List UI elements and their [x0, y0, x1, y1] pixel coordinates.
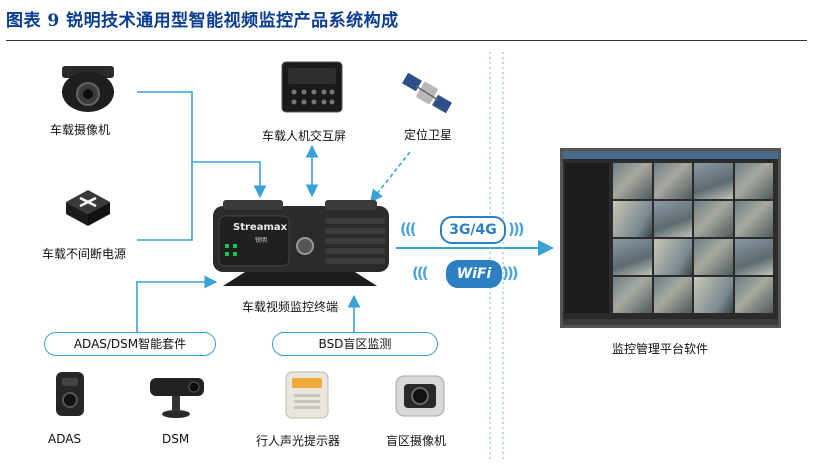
wifi-wave-icon: (((	[412, 264, 429, 282]
video-tile	[694, 277, 733, 313]
signal-wave-icon: (((	[400, 220, 417, 238]
adas-dsm-link	[136, 275, 218, 342]
video-tile	[653, 201, 692, 237]
satellite-icon	[402, 70, 452, 116]
video-tile	[613, 239, 652, 275]
platform-screenshot	[560, 148, 781, 328]
video-tile	[694, 163, 733, 199]
terminal-label: 车载视频监控终端	[242, 300, 339, 314]
video-tile	[734, 277, 773, 313]
vehicle-camera-label: 车载摄像机	[50, 123, 111, 137]
figure-title: 图表 9 锐明技术通用型智能视频监控产品系统构成	[6, 11, 399, 31]
window-titlebar	[563, 151, 778, 159]
ups-link	[137, 162, 193, 241]
adas-label: ADAS	[48, 432, 82, 446]
dome-camera-icon	[58, 62, 118, 114]
pedestrian-alarm-label: 行人声光提示器	[256, 434, 341, 448]
alarm-speaker-icon	[282, 368, 332, 422]
device-tree-panel	[565, 163, 609, 313]
video-grid	[613, 163, 773, 313]
video-tile	[734, 201, 773, 237]
video-tile	[694, 239, 733, 275]
satellite-link	[370, 151, 411, 203]
video-tile	[613, 163, 652, 199]
cellular-badge: 3G/4G	[440, 216, 506, 244]
wifi-badge: WiFi	[446, 260, 502, 288]
blind-camera-label: 盲区摄像机	[386, 434, 447, 448]
video-terminal-icon: Streamax 锐明	[205, 196, 401, 290]
adas-camera-icon	[50, 370, 90, 420]
blind-spot-camera-icon	[392, 372, 448, 420]
video-tile	[734, 163, 773, 199]
terminal-brand-logo: Streamax	[233, 222, 288, 233]
bsd-kit-pill: BSD盲区监测	[272, 332, 438, 356]
dsm-camera-icon	[146, 374, 208, 420]
video-tile	[653, 163, 692, 199]
video-tile	[613, 201, 652, 237]
terminal-brand-cn: 锐明	[255, 237, 268, 244]
power-box-icon	[62, 184, 114, 228]
hmi-screen-icon	[280, 60, 344, 114]
video-tile	[653, 239, 692, 275]
ups-power-label: 车载不间断电源	[42, 247, 127, 261]
video-tile	[653, 277, 692, 313]
video-tile	[613, 277, 652, 313]
title-divider	[6, 40, 807, 41]
adas-dsm-kit-pill: ADAS/DSM智能套件	[44, 332, 216, 356]
hmi-screen-label: 车载人机交互屏	[262, 129, 347, 143]
software-label: 监控管理平台软件	[612, 342, 709, 356]
video-tile	[694, 201, 733, 237]
dsm-label: DSM	[162, 432, 190, 446]
camera-link	[137, 91, 267, 199]
video-tile	[734, 239, 773, 275]
window-statusbar	[563, 319, 778, 325]
wifi-wave-icon: )))	[502, 264, 519, 282]
satellite-label: 定位卫星	[404, 128, 453, 142]
signal-wave-icon: )))	[508, 220, 525, 238]
